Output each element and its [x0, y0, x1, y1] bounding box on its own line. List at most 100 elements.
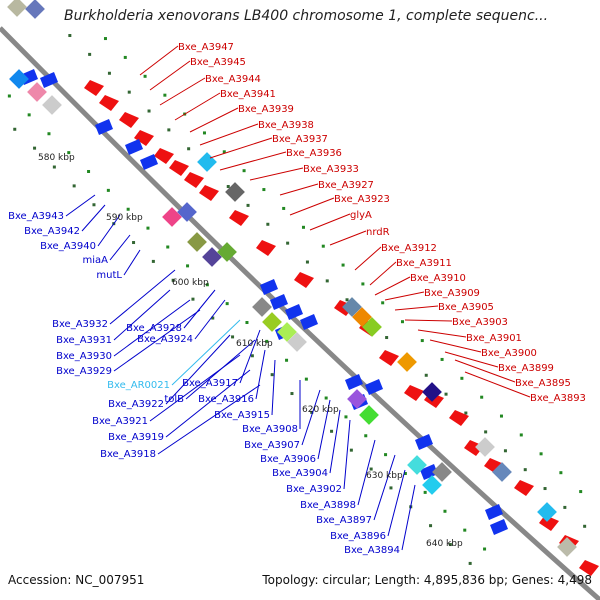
forward-gene-label: Bxe_A3910: [410, 273, 466, 284]
forward-gene: [119, 112, 139, 128]
forward-gene-label: Bxe_A3893: [530, 393, 586, 404]
tick-mark: [107, 71, 111, 75]
leader-line: [81, 204, 106, 232]
reverse-gene-label: Bxe_A3942: [24, 226, 80, 237]
tick-mark: [265, 339, 269, 343]
tick-mark: [163, 93, 167, 97]
leader-line: [159, 77, 206, 106]
forward-gene: [294, 272, 314, 288]
tick-mark: [344, 415, 348, 419]
scale-label: 600 kbp: [172, 278, 209, 288]
tick-mark: [440, 357, 444, 361]
reverse-gene-label: Bxe_A3928: [126, 323, 182, 334]
feature-block: [197, 152, 217, 172]
reverse-gene: [365, 379, 383, 395]
forward-gene: [449, 410, 469, 426]
forward-gene: [154, 148, 174, 164]
leader-line: [149, 354, 241, 422]
tick-mark: [285, 358, 289, 362]
tick-mark: [167, 128, 171, 132]
forward-gene-label: Bxe_A3944: [205, 74, 261, 85]
leader-line: [113, 289, 171, 341]
tick-mark: [103, 37, 107, 41]
tick-mark: [68, 34, 72, 38]
tick-mark: [205, 283, 209, 287]
forward-gene-label: nrdR: [366, 227, 390, 238]
forward-gene-label: Bxe_A3899: [498, 363, 554, 374]
feature-block: [262, 312, 282, 332]
leader-line: [329, 409, 341, 474]
leader-line: [239, 329, 261, 384]
feature-block: [362, 317, 382, 337]
forward-gene: [379, 350, 399, 366]
reverse-gene-label: Bxe_A3918: [100, 449, 156, 460]
forward-gene: [184, 172, 204, 188]
tick-mark: [543, 487, 547, 491]
forward-gene: [256, 240, 276, 256]
reverse-gene: [140, 154, 158, 170]
reverse-gene-label: Bxe_A3898: [300, 500, 356, 511]
forward-gene: [229, 210, 249, 226]
leader-line: [354, 246, 382, 271]
tick-mark: [364, 434, 368, 438]
reverse-gene-label: Bxe_A3929: [56, 366, 112, 377]
tick-mark: [403, 472, 407, 476]
tick-mark: [266, 222, 270, 226]
leader-line: [255, 349, 266, 400]
tick-mark: [246, 203, 250, 207]
tick-mark: [324, 396, 328, 400]
scale-label: 590 kbp: [106, 213, 143, 223]
tick-mark: [424, 373, 428, 377]
forward-gene-label: Bxe_A3945: [190, 57, 246, 68]
tick-mark: [186, 264, 190, 268]
tick-mark: [499, 414, 503, 418]
leader-line: [139, 45, 179, 76]
reverse-gene-label: Bxe_A3924: [137, 334, 193, 345]
leader-line: [329, 230, 367, 246]
tick-mark: [484, 430, 488, 434]
tick-mark: [231, 335, 235, 339]
tick-mark: [539, 452, 543, 456]
leader-line: [189, 107, 239, 133]
forward-gene: [514, 480, 534, 496]
reverse-gene-label: Bxe_A3907: [244, 440, 300, 451]
reverse-gene: [260, 279, 278, 295]
tick-mark: [245, 321, 249, 325]
leader-line: [165, 334, 231, 405]
forward-gene: [84, 80, 104, 96]
reverse-gene-label: Bxe_A3897: [316, 515, 372, 526]
forward-gene: [579, 560, 599, 576]
scale-label: 630 kbp: [366, 471, 403, 481]
forward-gene-label: Bxe_A3912: [381, 243, 437, 254]
feature-block: [7, 0, 27, 17]
feature-block: [217, 242, 237, 262]
leader-line: [401, 484, 416, 551]
scale-label: 640 kbp: [426, 539, 463, 549]
leader-line: [369, 261, 397, 286]
leader-line: [384, 291, 425, 301]
reverse-gene: [490, 519, 508, 535]
feature-block: [27, 82, 47, 102]
tick-mark: [250, 354, 254, 358]
reverse-gene: [345, 374, 363, 390]
reverse-gene-label: Bxe_A3916: [198, 394, 254, 405]
leader-line: [309, 213, 351, 231]
tick-mark: [464, 411, 468, 415]
leader-line: [279, 183, 319, 196]
feature-block: [557, 537, 577, 557]
feature-block: [397, 352, 417, 372]
reverse-gene-label: Bxe_A3940: [40, 241, 96, 252]
reverse-gene-label: Bxe_A3904: [272, 468, 328, 479]
reverse-gene-label: Bxe_A3921: [92, 416, 148, 427]
gene-labels: Bxe_A3947Bxe_A3945Bxe_A3944Bxe_A3941Bxe_…: [8, 42, 586, 556]
leader-line: [271, 359, 276, 416]
tick-mark: [270, 373, 274, 377]
tick-mark: [361, 282, 365, 286]
leader-line: [157, 384, 261, 455]
forward-gene: [199, 185, 219, 201]
forward-gene-label: Bxe_A3901: [466, 333, 522, 344]
tick-mark: [321, 244, 325, 248]
reverse-gene-label: Bxe_A3943: [8, 211, 64, 222]
tick-mark: [33, 146, 37, 150]
